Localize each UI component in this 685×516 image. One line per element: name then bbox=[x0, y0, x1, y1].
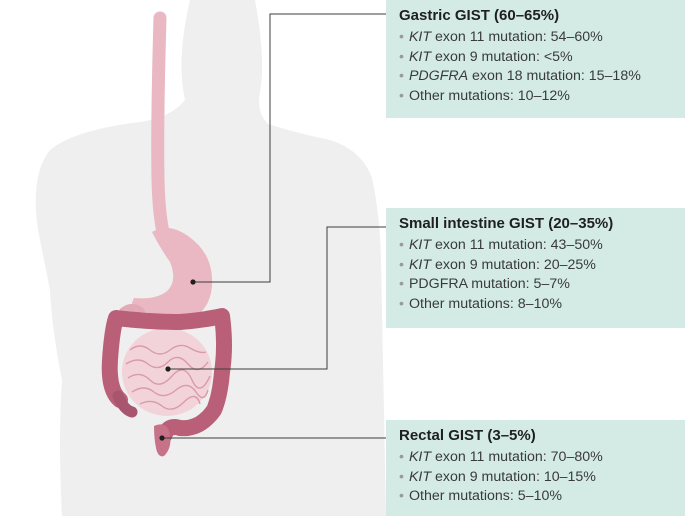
callout-title: Rectal GIST (3–5%) bbox=[399, 427, 536, 444]
mutation-list: •KIT exon 11 mutation: 70–80% •KIT exon … bbox=[399, 448, 675, 507]
leader-lines bbox=[162, 13, 386, 439]
dot-small-intestine bbox=[165, 366, 171, 372]
dot-gastric bbox=[190, 279, 196, 285]
leader-gastric bbox=[193, 13, 386, 283]
callout-title: Gastric GIST (60–65%) bbox=[399, 7, 560, 24]
esophagus bbox=[151, 11, 172, 247]
callout-gastric-gist: Gastric GIST (60–65%) •KIT exon 11 mutat… bbox=[386, 0, 685, 118]
callout-title: Small intestine GIST (20–35%) bbox=[399, 215, 614, 232]
dot-rectal bbox=[159, 435, 165, 441]
callout-small-intestine-gist: Small intestine GIST (20–35%) •KIT exon … bbox=[386, 208, 685, 328]
small-intestine bbox=[122, 328, 212, 416]
appendix bbox=[112, 390, 138, 418]
list-item: •Other mutations: 8–10% bbox=[399, 295, 562, 312]
body-silhouette bbox=[35, 0, 386, 516]
stomach bbox=[132, 227, 213, 326]
list-item: •KIT exon 9 mutation: <5% bbox=[399, 48, 573, 65]
list-item: •Other mutations: 10–12% bbox=[399, 87, 570, 104]
list-item: •KIT exon 11 mutation: 54–60% bbox=[399, 29, 603, 45]
callout-rectal-gist: Rectal GIST (3–5%) •KIT exon 11 mutation… bbox=[386, 420, 685, 516]
list-item: •KIT exon 11 mutation: 43–50% bbox=[399, 237, 603, 253]
list-item: •PDGFRA exon 18 mutation: 15–18% bbox=[399, 68, 641, 85]
list-item: •KIT exon 9 mutation: 10–15% bbox=[399, 468, 596, 485]
list-item: •KIT exon 9 mutation: 20–25% bbox=[399, 256, 596, 273]
leader-small-intestine bbox=[168, 226, 386, 370]
list-item: •PDGFRA mutation: 5–7% bbox=[399, 276, 570, 293]
colon bbox=[101, 308, 232, 444]
mutation-list: •KIT exon 11 mutation: 43–50% •KIT exon … bbox=[399, 236, 675, 314]
list-item: •Other mutations: 5–10% bbox=[399, 488, 562, 505]
list-item: •KIT exon 11 mutation: 70–80% bbox=[399, 449, 603, 465]
mutation-list: •KIT exon 11 mutation: 54–60% •KIT exon … bbox=[399, 28, 675, 106]
leader-dots bbox=[159, 279, 196, 441]
